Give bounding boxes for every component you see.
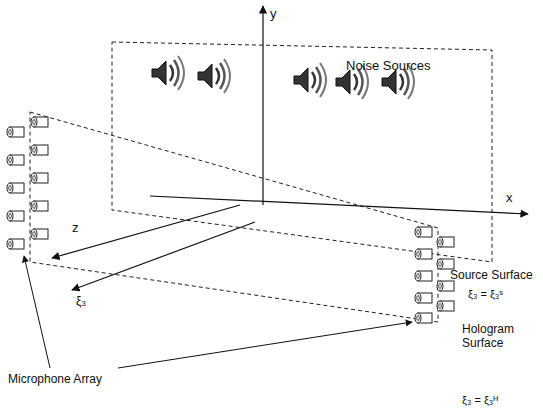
label-text: x — [506, 190, 513, 206]
label-text: Source Surface — [450, 268, 533, 282]
source-surface — [112, 42, 492, 262]
label-text: z — [72, 220, 79, 236]
microphone-array-right — [415, 227, 454, 323]
label-text: ξ₃ = ξ₃ᴴ — [462, 394, 498, 407]
label-text: Noise Sources — [346, 58, 431, 74]
microphone-array-left — [7, 117, 48, 249]
label-text: ξ₃ = ξ₃ˢ — [468, 288, 503, 301]
axes — [52, 6, 528, 290]
label-text: Microphone Array — [8, 372, 102, 386]
hologram-surface — [30, 112, 438, 322]
label-text: y — [270, 6, 277, 22]
label-text: Hologram Surface — [462, 322, 532, 351]
label-text: ξ₃ — [76, 294, 86, 308]
leader-lines — [24, 256, 412, 368]
